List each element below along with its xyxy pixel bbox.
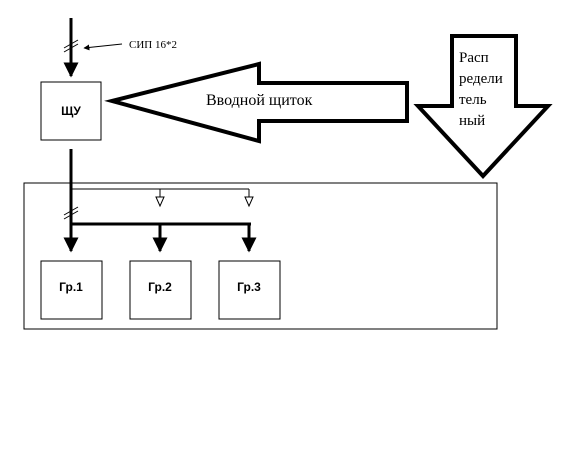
distribution-label-line: Расп (459, 50, 489, 66)
distribution-label-line: редели (459, 71, 503, 87)
cable-label: СИП 16*2 (129, 39, 177, 51)
input-panel-arrow (104, 61, 409, 144)
control-line (71, 188, 254, 208)
main-panel-label: ЩУ (61, 104, 81, 118)
trunk-hatch (63, 210, 79, 220)
group-box: Гр.1 (40, 260, 103, 320)
group-box: Гр.2 (129, 260, 192, 320)
trunk-hatch (63, 206, 79, 216)
input-panel-label: Вводной щиток (206, 92, 313, 109)
main-panel-box (40, 81, 102, 141)
distribution-label-line: тель (459, 92, 487, 108)
feed-line (63, 18, 79, 78)
distribution-board (23, 182, 498, 330)
cable-leader-arrow (83, 43, 123, 51)
group-box: Гр.3 (218, 260, 281, 320)
group-label: Гр.1 (59, 280, 83, 294)
distribution-label: Расп редели тель ный (459, 50, 507, 129)
group-label: Гр.2 (148, 280, 172, 294)
distribution-arrow (413, 34, 553, 179)
distribution-label-line: ный (459, 113, 485, 129)
group-label: Гр.3 (237, 280, 261, 294)
